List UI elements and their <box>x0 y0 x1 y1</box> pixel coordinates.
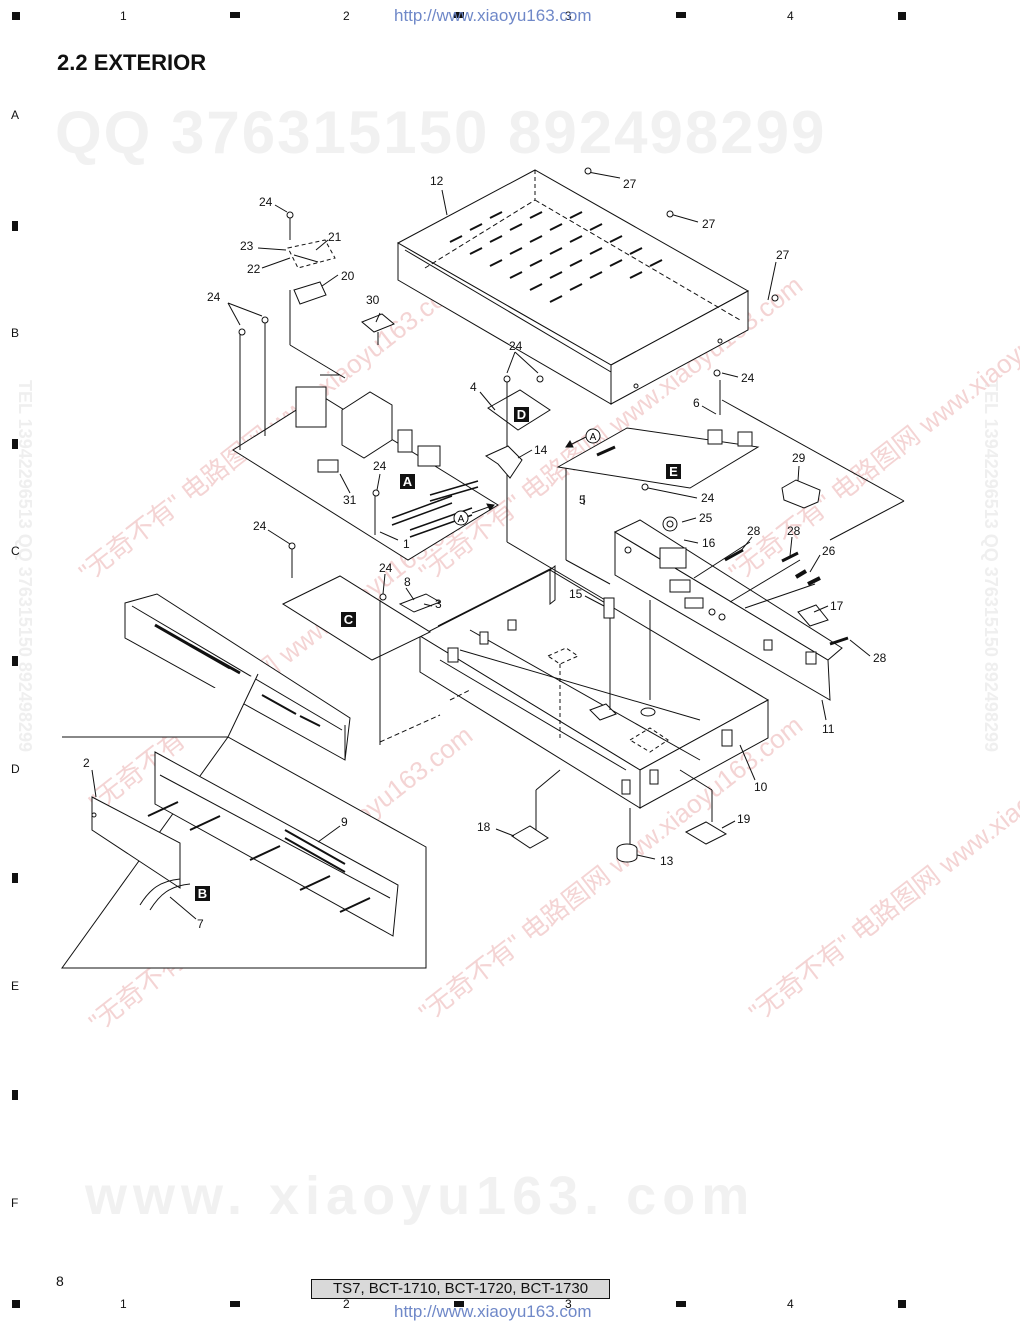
ruler-mark <box>12 656 18 666</box>
rear-panel <box>613 516 843 701</box>
callout-17: 17 <box>830 599 844 613</box>
callout-24: 24 <box>509 339 523 353</box>
callout-28: 28 <box>747 524 761 538</box>
column-number: 3 <box>565 9 572 23</box>
callout-4: 4 <box>470 380 477 394</box>
callout-25: 25 <box>699 511 713 525</box>
callout-7: 7 <box>197 917 204 931</box>
board-label-b: B <box>198 886 207 901</box>
ruler-mark <box>230 12 240 18</box>
callout-22: 22 <box>247 262 261 276</box>
ruler-mark <box>454 12 464 18</box>
ruler-mark <box>230 1301 240 1307</box>
callout-27: 27 <box>623 177 637 191</box>
board-e <box>556 380 905 585</box>
callout-30: 30 <box>366 293 380 307</box>
ruler-mark <box>12 873 18 883</box>
callout-23: 23 <box>240 239 254 253</box>
header-url-link[interactable]: http://www.xiaoyu163.com <box>394 6 592 25</box>
callout-21: 21 <box>328 230 342 244</box>
callout-24: 24 <box>259 195 273 209</box>
screw-27 <box>584 167 779 302</box>
model-label: TS7, BCT-1710, BCT-1720, BCT-1730 <box>311 1279 610 1299</box>
watermark-side-left: TEL 13942296513 QQ 376315150 892498299 <box>15 380 35 752</box>
callout-5: 5 <box>579 493 586 507</box>
row-letter: E <box>11 979 20 993</box>
callout-18: 18 <box>477 820 491 834</box>
main-pcb <box>232 290 499 561</box>
column-number: 2 <box>343 1297 350 1311</box>
connector-label-a: A <box>590 432 597 443</box>
callout-16: 16 <box>702 536 716 550</box>
callout-12: 12 <box>430 174 444 188</box>
watermark-side-right: TEL 13942296513 QQ 376315150 892498299 <box>981 380 1001 752</box>
ruler-mark <box>12 439 18 449</box>
callout-1: 1 <box>403 537 410 551</box>
callout-19: 19 <box>737 812 751 826</box>
callout-27: 27 <box>702 217 716 231</box>
callout-3: 3 <box>435 597 442 611</box>
leader-lines <box>91 189 871 920</box>
callouts: 12 27 27 27 24 21 23 22 20 24 30 24 4 24… <box>83 174 887 931</box>
watermark-site: www. xiaoyu163. com <box>85 1166 756 1226</box>
column-number: 3 <box>565 1297 572 1311</box>
column-number: 1 <box>120 9 127 23</box>
board-label-a: A <box>403 474 413 489</box>
callout-24: 24 <box>207 290 221 304</box>
callout-9: 9 <box>341 815 348 829</box>
board-labels: A D E C B A A <box>195 407 681 901</box>
callout-24: 24 <box>253 519 267 533</box>
column-number: 1 <box>120 1297 127 1311</box>
page-number: 8 <box>56 1273 64 1289</box>
row-letter: C <box>11 544 20 558</box>
ruler-mark <box>454 1301 464 1307</box>
callout-10: 10 <box>754 780 768 794</box>
ruler-mark <box>12 221 18 231</box>
section-title: 2.2 EXTERIOR <box>57 50 207 75</box>
ruler-mark <box>12 1300 20 1308</box>
callout-24: 24 <box>373 459 387 473</box>
callout-8: 8 <box>404 575 411 589</box>
callout-15: 15 <box>569 587 583 601</box>
row-letter: A <box>11 108 20 122</box>
callout-24: 24 <box>741 371 755 385</box>
bottom-chassis <box>379 564 770 845</box>
row-letter: F <box>11 1196 19 1210</box>
column-number: 4 <box>787 1297 794 1311</box>
row-letter: D <box>11 762 20 776</box>
column-number: 4 <box>787 9 794 23</box>
callout-14: 14 <box>534 443 548 457</box>
callout-26: 26 <box>822 544 836 558</box>
callout-2: 2 <box>83 756 90 770</box>
callout-6: 6 <box>693 396 700 410</box>
callout-31: 31 <box>343 493 357 507</box>
callout-28: 28 <box>873 651 887 665</box>
footer-url-link[interactable]: http://www.xiaoyu163.com <box>394 1302 592 1321</box>
callout-11: 11 <box>822 722 835 736</box>
top-cover <box>396 169 750 405</box>
callout-27: 27 <box>776 248 790 262</box>
callout-20: 20 <box>341 269 355 283</box>
ruler-mark <box>898 1300 906 1308</box>
callout-24: 24 <box>701 491 715 505</box>
callout-24: 24 <box>379 561 393 575</box>
row-letter: B <box>11 326 20 340</box>
column-number: 2 <box>343 9 350 23</box>
callout-13: 13 <box>660 854 674 868</box>
front-panel <box>124 593 351 761</box>
board-label-c: C <box>344 612 354 627</box>
ruler-mark <box>676 12 686 18</box>
detail-inset <box>61 673 427 969</box>
callout-28: 28 <box>787 524 801 538</box>
ruler-mark <box>898 12 906 20</box>
watermark-qq: QQ 376315150 892498299 <box>55 99 827 166</box>
connector-label-a: A <box>458 514 465 525</box>
ruler-mark <box>12 1090 18 1100</box>
callout-29: 29 <box>792 451 806 465</box>
ruler-mark <box>12 12 20 20</box>
board-label-e: E <box>669 464 678 479</box>
ruler-mark <box>676 1301 686 1307</box>
board-label-d: D <box>517 407 526 422</box>
